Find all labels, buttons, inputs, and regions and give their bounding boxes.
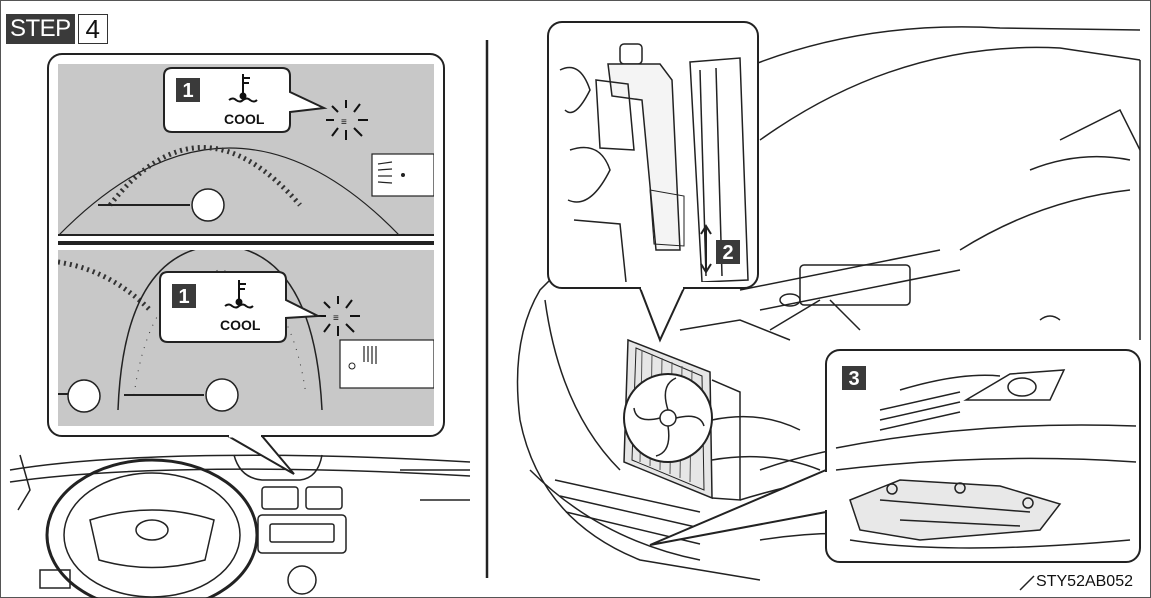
- undercover-detail: [835, 369, 1137, 549]
- cool-label-bottom: COOL: [220, 317, 261, 333]
- warning-flash-icon: ≡: [326, 100, 368, 140]
- figure-code: STY52AB052: [1036, 573, 1133, 590]
- fan-icon: [623, 373, 713, 463]
- svg-text:2: 2: [722, 242, 733, 264]
- coolant-temperature-icon: [228, 74, 258, 103]
- callout-2: 2: [716, 240, 740, 264]
- step-word: STEP: [6, 14, 75, 44]
- svg-text:≡: ≡: [333, 313, 339, 324]
- svg-text:1: 1: [182, 80, 193, 102]
- callout-3: 3: [842, 366, 866, 390]
- step-number: 4: [77, 14, 108, 44]
- steering-wheel-logo-icon: [135, 519, 169, 541]
- radiator: [623, 338, 821, 501]
- callout-1-top: 1: [176, 78, 200, 102]
- warning-flash-icon: ≡: [318, 296, 360, 336]
- svg-text:3: 3: [848, 368, 859, 390]
- step-label: STEP 4: [6, 14, 108, 44]
- svg-text:≡: ≡: [341, 117, 347, 128]
- svg-text:1: 1: [178, 286, 189, 308]
- callout-1-bottom: 1: [172, 284, 196, 308]
- coolant-temperature-icon: [224, 280, 254, 309]
- cool-label-top: COOL: [224, 111, 265, 127]
- dashboard-interior: [9, 454, 471, 598]
